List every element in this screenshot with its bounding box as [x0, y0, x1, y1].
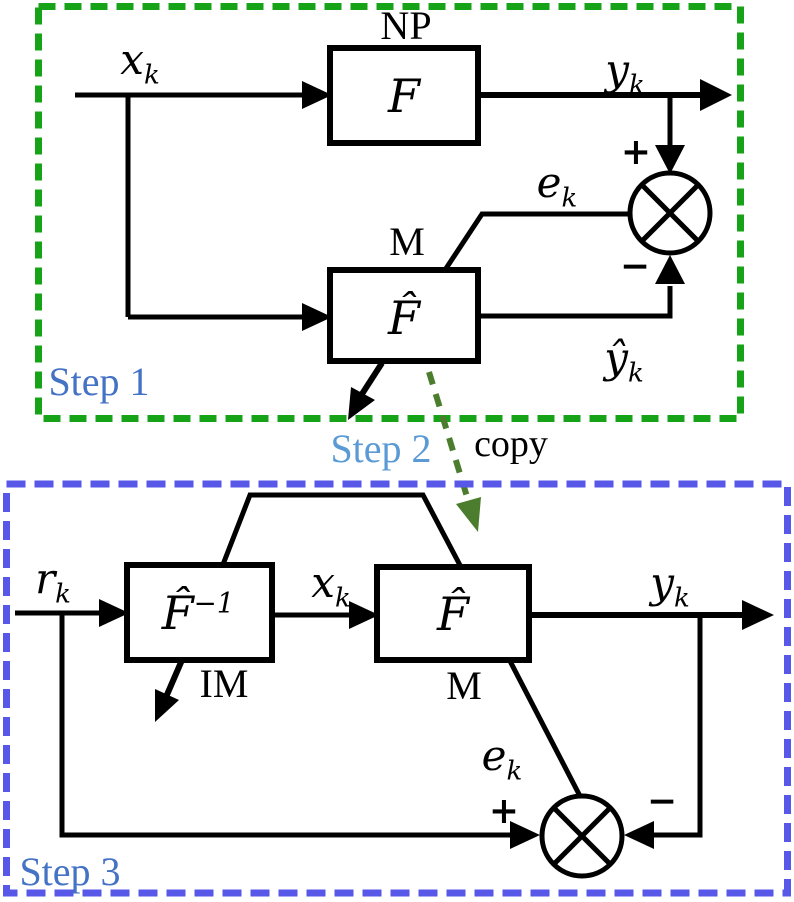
fhat-symbol-bottom: F̂ — [437, 587, 469, 641]
step2-label: Step 2 — [330, 426, 432, 471]
finv-exponent: −1 — [193, 586, 235, 620]
xk-bot-sub: k — [334, 583, 351, 614]
xk-input-lines — [75, 92, 304, 320]
arrowhead-into-model-top — [302, 303, 332, 331]
ek-base: e — [536, 158, 562, 207]
xk-bot-base: x — [311, 558, 335, 607]
arrowhead-into-np — [302, 81, 332, 109]
ek-line-bottom — [507, 659, 584, 800]
model-update-line — [359, 361, 385, 396]
summing-junction-bottom — [539, 793, 625, 879]
yhatk-sub: k — [627, 358, 644, 389]
inverse-model-block — [124, 562, 275, 663]
yk-bot-base: y — [650, 558, 674, 607]
model-block-fhat-bottom — [374, 564, 532, 663]
yk-signal-label-bottom: yk — [650, 562, 690, 612]
ek-bot-base: e — [481, 731, 507, 780]
m-label-bottom: M — [446, 663, 482, 708]
ek-signal-label-top: ek — [537, 162, 578, 212]
xk-signal-label-top: xk — [120, 39, 159, 89]
xk-signal-label-bottom: xk — [311, 562, 350, 612]
yk-bot-sub: k — [673, 583, 690, 614]
f-block-label: F — [388, 73, 420, 119]
copy-arrowhead — [456, 497, 481, 532]
step3-boundary-box — [3, 480, 791, 897]
fhat-block-label-bottom: F̂ — [437, 591, 469, 637]
plus-sign-bottom: + — [488, 790, 520, 832]
yk-base: y — [605, 45, 629, 94]
ek-line-top — [442, 211, 632, 272]
rk-signal-label: rk — [35, 558, 71, 608]
yk-sub: k — [628, 70, 645, 101]
ek-signal-label-bottom: ek — [482, 735, 523, 785]
arrowhead-minus-input-bottom — [624, 821, 654, 849]
np-label: NP — [380, 3, 432, 48]
fhat-symbol-top: F̂ — [388, 291, 420, 345]
copy-label: copy — [474, 423, 548, 465]
fhat-block-label-top: F̂ — [388, 295, 420, 341]
minus-sign-bottom: − — [646, 780, 678, 822]
finv-base: F̂ — [161, 586, 194, 640]
step3-label: Step 3 — [19, 849, 121, 894]
plus-sign-top: + — [620, 131, 652, 173]
f-symbol: F — [388, 69, 420, 123]
yhatk-signal-label: ŷk — [604, 337, 644, 387]
ek-bot-sub: k — [506, 756, 523, 787]
arrowhead-into-inverse-model — [99, 599, 129, 627]
copy-bypass-line — [219, 492, 465, 571]
yk-signal-label-top: yk — [605, 49, 645, 99]
arrowhead-plus-input-bottom — [510, 821, 540, 849]
ek-sub: k — [561, 183, 578, 214]
np-block-f — [327, 45, 481, 146]
inverse-model-block-label: F̂−1 — [162, 586, 235, 636]
yhatk-base: ŷ — [604, 333, 628, 382]
rk-base: r — [35, 554, 56, 603]
arrowhead-im-output — [155, 689, 179, 722]
minus-sign-top: − — [619, 245, 651, 287]
arrowhead-yk-out-bottom — [742, 600, 774, 630]
xk-base: x — [120, 35, 144, 84]
rk-sub: k — [55, 579, 71, 610]
model-block-fhat-top — [327, 267, 481, 364]
yhat-feedback-line-top — [478, 286, 673, 319]
summing-junction-top — [627, 170, 713, 256]
yk-feedback-line-bottom — [652, 615, 703, 838]
step1-label: Step 1 — [48, 359, 150, 404]
xk-sub: k — [143, 60, 160, 91]
arrowhead-into-model-bottom — [349, 601, 379, 629]
arrowhead-plus-input-top — [655, 145, 685, 174]
arrowhead-yk-out-top — [700, 79, 732, 111]
rk-feedforward-line — [59, 613, 514, 838]
im-label: IM — [199, 661, 249, 706]
m-label-top: M — [389, 219, 425, 264]
step1-boundary-box — [35, 3, 744, 422]
im-output-line — [163, 658, 185, 699]
arrowhead-model-update — [348, 387, 375, 420]
arrowhead-minus-input-top — [655, 255, 685, 284]
